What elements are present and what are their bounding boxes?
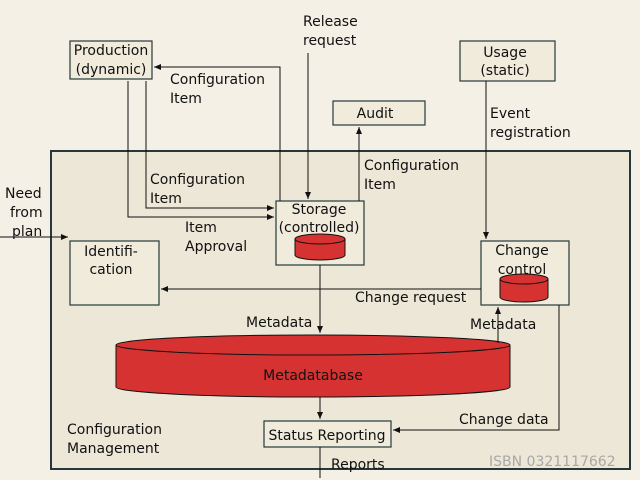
production-sublabel: (dynamic) [76, 62, 147, 78]
release-request-label-2: request [303, 33, 357, 49]
metadatabase-label: Metadatabase [263, 368, 363, 384]
configuration-item-top-label: Configuration [170, 72, 265, 88]
item-approval-label: Item [185, 220, 217, 236]
release-request-label: Release [303, 14, 358, 30]
usage-label: Usage [483, 45, 527, 61]
storage-database-icon [294, 233, 346, 261]
configuration-item-left-label: Configuration [150, 172, 245, 188]
storage-sublabel: (controlled) [279, 220, 360, 236]
item-approval-label-2: Approval [185, 239, 247, 255]
identification-sublabel: cation [89, 262, 132, 278]
production-node: Production (dynamic) [69, 40, 153, 80]
change-control-label: Change [495, 243, 549, 259]
change-data-label: Change data [459, 412, 549, 428]
usage-node: Usage (static) [459, 40, 556, 82]
audit-label: Audit [357, 106, 394, 122]
event-registration-label: Event [490, 106, 531, 122]
audit-node: Audit [332, 100, 426, 126]
metadata-right-label: Metadata [470, 317, 536, 333]
system-label-2: Management [67, 441, 160, 457]
identification-label: Identifi- [84, 244, 138, 260]
isbn-watermark: ISBN 0321117662 [489, 454, 616, 470]
event-registration-label-2: registration [490, 125, 571, 141]
need-from-plan-label-2: from [10, 205, 43, 221]
identification-node: Identifi- cation [69, 240, 160, 306]
system-label: Configuration [67, 422, 162, 438]
status-reporting-label: Status Reporting [268, 428, 385, 444]
production-label: Production [74, 43, 148, 59]
need-from-plan-label: Need [5, 186, 42, 202]
configuration-item-to-production-arrow [154, 64, 281, 201]
status-reporting-node: Status Reporting [263, 420, 392, 448]
usage-sublabel: (static) [480, 63, 529, 79]
reports-label: Reports [331, 457, 385, 473]
configuration-item-right-label-2: Item [364, 177, 396, 193]
metadatabase-node: Metadatabase [115, 334, 511, 398]
production-to-storage-upper-arrow [145, 81, 274, 211]
storage-node: Storage (controlled) [275, 200, 365, 266]
change-control-node: Change control [480, 240, 570, 306]
change-control-database-icon [499, 273, 549, 303]
metadata-left-label: Metadata [246, 315, 312, 331]
need-from-plan-label-3: plan [12, 224, 42, 240]
storage-label: Storage [292, 202, 347, 218]
configuration-item-left-label-2: Item [150, 191, 182, 207]
production-to-storage-lower-arrow [127, 81, 274, 220]
configuration-item-top-label-2: Item [170, 91, 202, 107]
change-data-arrow [393, 305, 560, 433]
configuration-item-right-label: Configuration [364, 158, 459, 174]
change-request-label: Change request [355, 290, 467, 306]
